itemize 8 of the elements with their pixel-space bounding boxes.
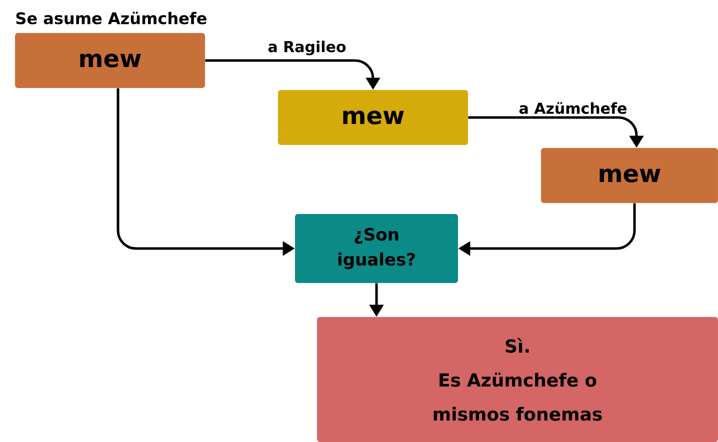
process-box: ¿Son iguales? [295,214,458,283]
process-box: mew [15,33,205,88]
process-box: Sì. Es Azümchefe o mismos fonemas [317,317,718,442]
edge-label: a Ragileo [268,40,346,56]
edge-label: a Azümchefe [519,102,626,114]
heading: Se asume Azümchefe [16,12,206,24]
process-box: mew [278,90,468,145]
process-box: mew [541,148,718,203]
